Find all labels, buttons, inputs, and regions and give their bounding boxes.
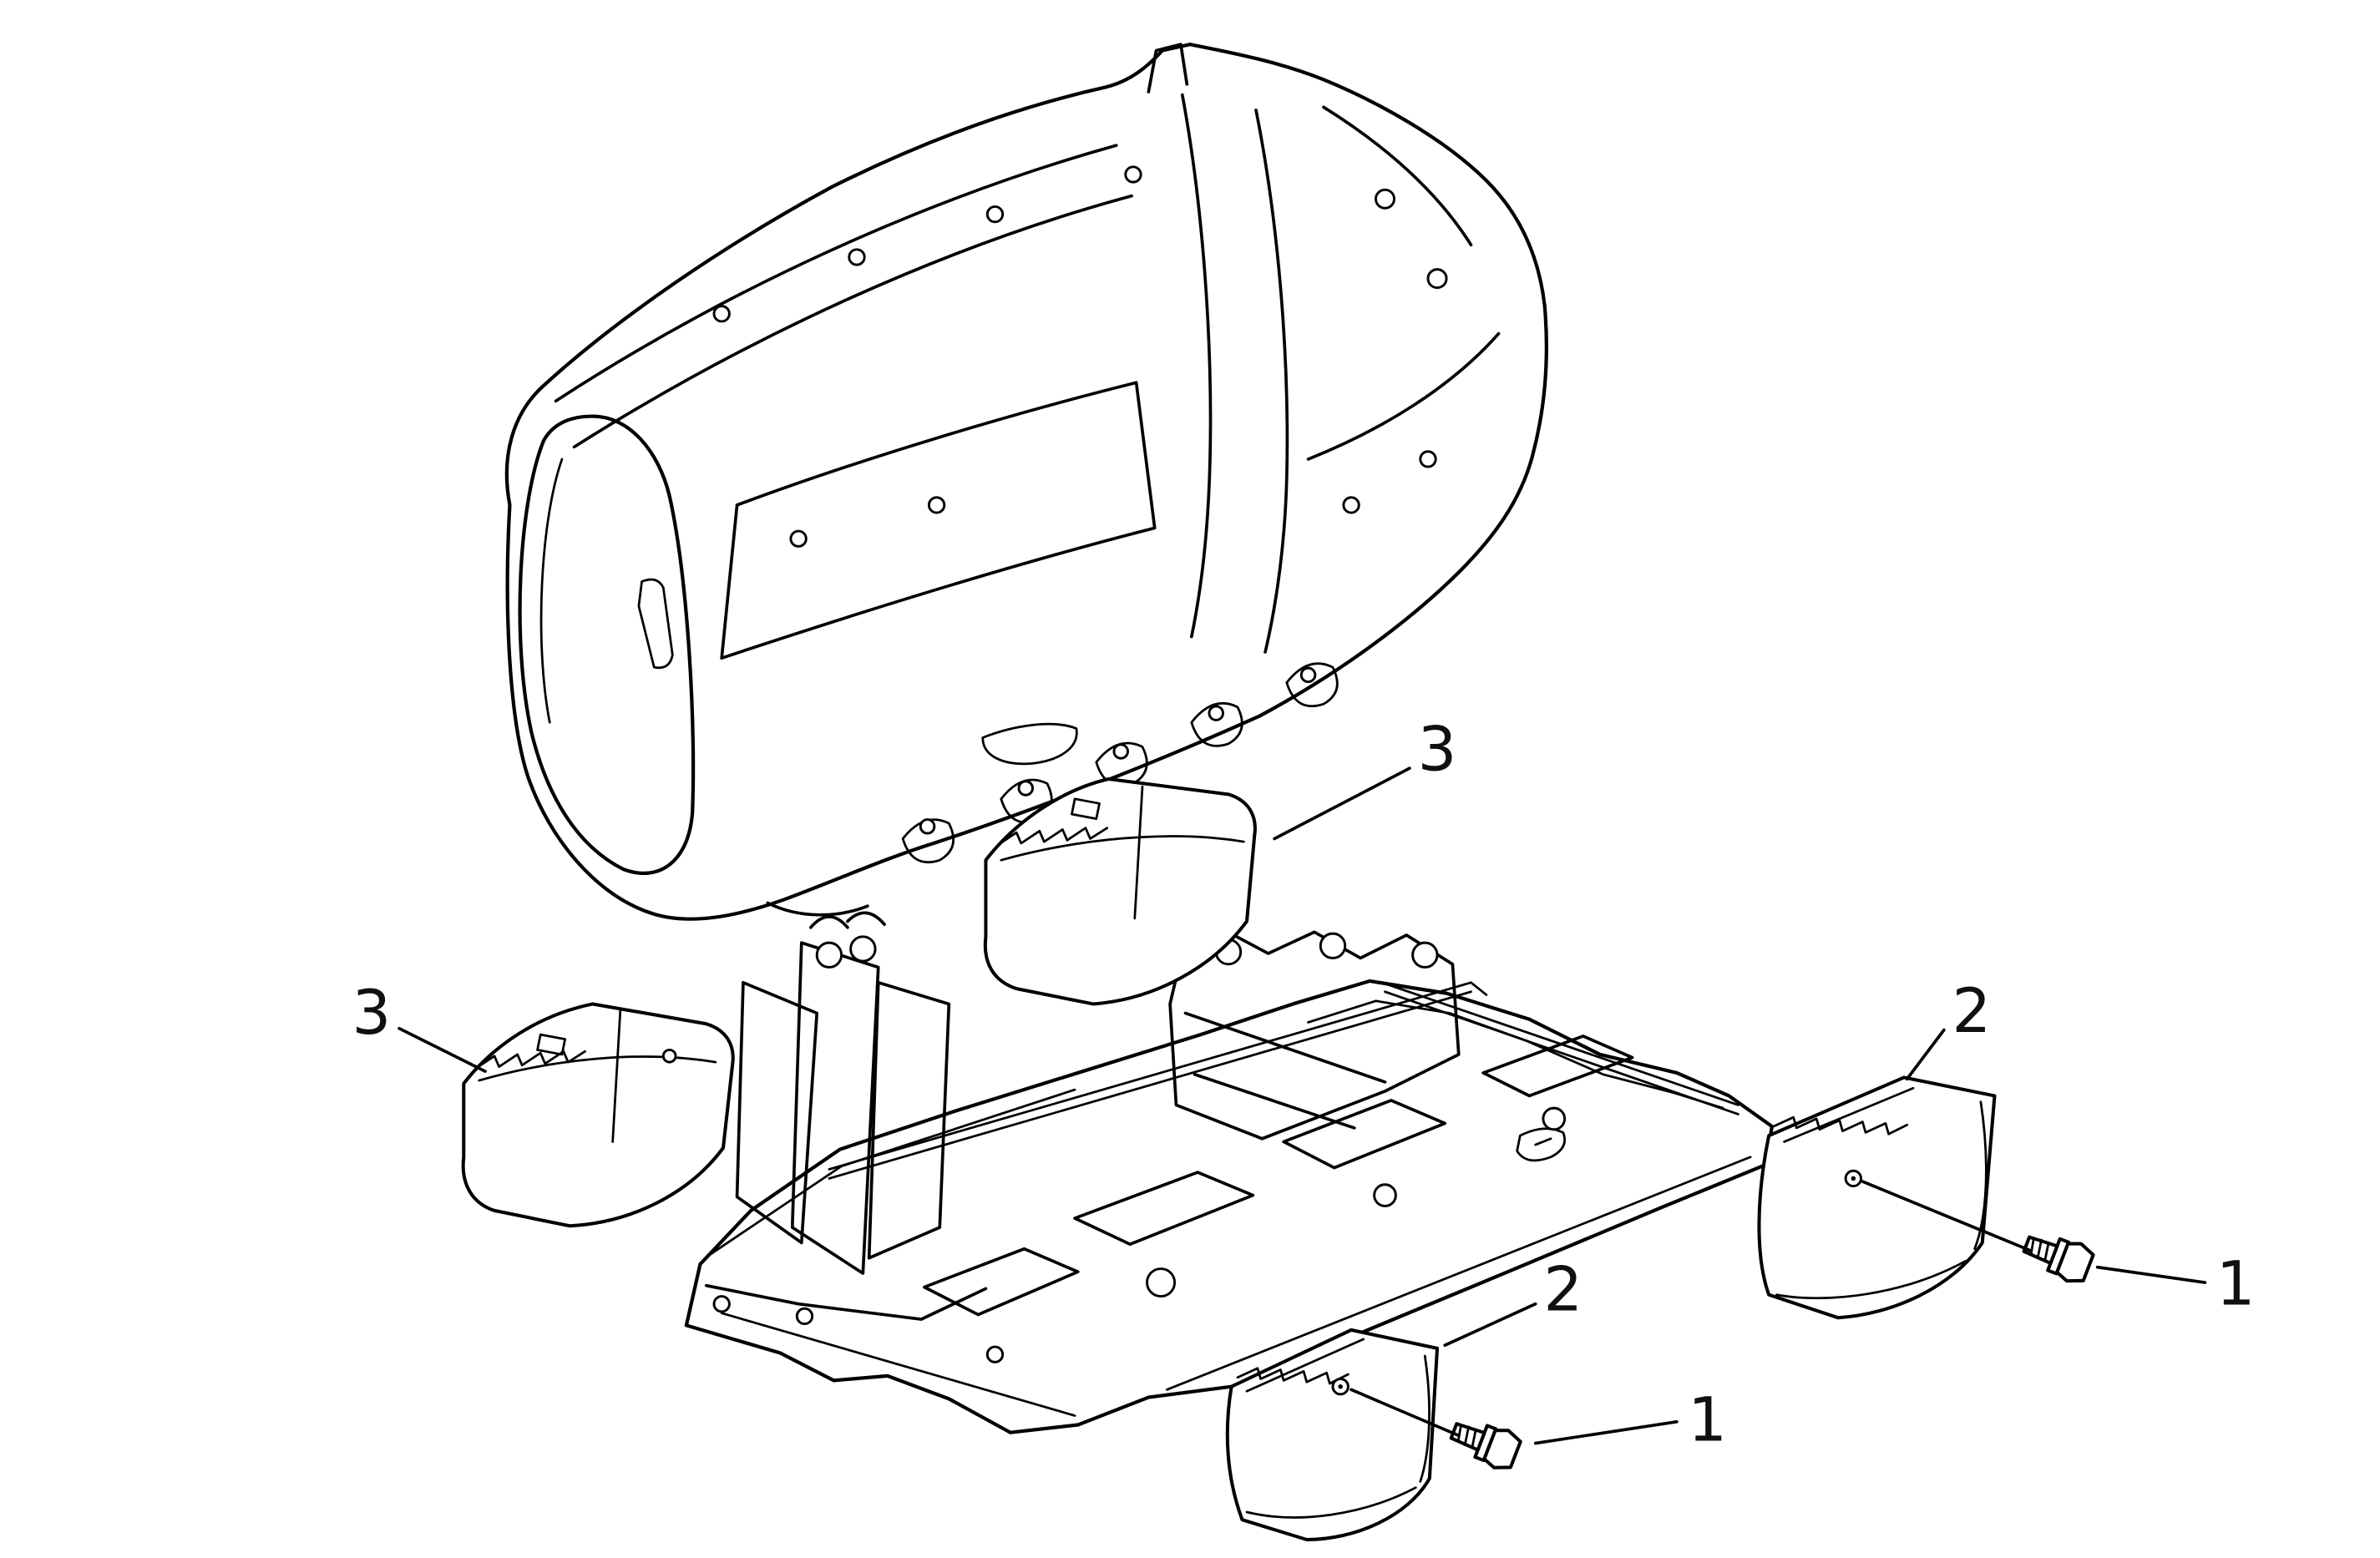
fastener-hole — [815, 941, 843, 969]
trim-cover-3-center-teeth — [996, 827, 1109, 847]
fastener-hole — [1411, 941, 1439, 969]
seat-frame-cutouts — [923, 1034, 1634, 1317]
fastener-hole — [795, 1307, 814, 1326]
callout-1-right: 1 — [2216, 1248, 2256, 1319]
trim-cover-3-left-detail — [478, 1009, 717, 1143]
callouts: 3 3 2 2 1 1 — [352, 715, 2256, 1456]
seat-back-left-bolster — [518, 414, 696, 875]
bolt-right — [2019, 1226, 2095, 1287]
trim-cover-2-bottom-teeth — [1236, 1367, 1350, 1385]
fastener-hole — [1342, 496, 1360, 514]
seat-frame-platform — [684, 979, 1774, 1434]
fastener-hole — [789, 529, 808, 548]
fastener-hole — [1542, 1106, 1567, 1131]
fastener-hole — [1146, 1267, 1177, 1298]
seat-back-assembly — [504, 43, 1548, 921]
seat-frame — [684, 911, 1774, 1434]
fastener-hole — [1373, 1183, 1397, 1207]
seat-back-silhouette — [504, 43, 1548, 921]
seat-back-fastener-holes — [712, 165, 1448, 835]
trim-cover-2-right — [1757, 1075, 1997, 1320]
bolt-bottom — [1446, 1413, 1522, 1474]
trim-cover-3-left — [461, 1002, 735, 1228]
trim-cover-2-bottom-detail — [1245, 1338, 1431, 1519]
fastener-hole — [712, 1295, 731, 1313]
trim-cover-3-left-clip-hole — [661, 1048, 677, 1064]
fastener-hole — [712, 305, 731, 323]
fastener-hole — [1375, 188, 1396, 210]
trim-cover-2-right-outline — [1757, 1075, 1997, 1320]
fastener-hole — [1208, 705, 1225, 721]
callout-3-left: 3 — [352, 978, 392, 1049]
trim-cover-2-right-screw-hole-center — [1851, 1176, 1856, 1181]
fastener-hole — [1124, 165, 1142, 184]
fastener-hole — [919, 818, 936, 835]
callout-leader-lines — [398, 766, 2207, 1445]
trim-cover-3-left-teeth — [474, 1050, 586, 1070]
fastener-hole — [1017, 780, 1035, 797]
trim-cover-3-center-detail — [1000, 785, 1245, 920]
seat-frame-torsion-rods — [828, 981, 1739, 1180]
callout-3-center: 3 — [1418, 715, 1457, 786]
seat-frame-fastener-holes — [712, 932, 1567, 1363]
trim-cover-2-bottom-screw-hole-center — [1338, 1383, 1343, 1389]
trim-cover-2-bottom — [1225, 1328, 1440, 1542]
trim-cover-3-left-outline — [461, 1002, 735, 1228]
fastener-hole — [1319, 932, 1347, 959]
fastener-hole — [1299, 666, 1317, 684]
fastener-hole — [1419, 450, 1437, 468]
fastener-hole — [927, 496, 946, 514]
fastener-hole — [848, 248, 866, 266]
diagram-root: 3 3 2 2 1 1 — [352, 43, 2256, 1542]
trim-cover-2-right-detail — [1775, 1086, 1988, 1300]
callout-1-bottom: 1 — [1688, 1385, 1727, 1456]
seat-back-seams — [554, 43, 1501, 917]
trim-cover-3-center — [983, 776, 1257, 1006]
fastener-hole — [1426, 268, 1448, 290]
callout-2-right: 2 — [1952, 976, 1992, 1047]
fastener-hole — [1112, 743, 1130, 760]
seat-frame-buckle-detail — [1516, 1127, 1567, 1162]
fastener-hole — [985, 205, 1005, 224]
fastener-hole — [849, 935, 877, 963]
trim-cover-2-bottom-outline — [1225, 1328, 1440, 1542]
fastener-hole — [985, 1345, 1005, 1363]
callout-2-bottom: 2 — [1543, 1255, 1582, 1326]
trim-cover-2-right-teeth — [1772, 1115, 1909, 1136]
seat-frame-left-tower-bracket — [704, 911, 988, 1321]
